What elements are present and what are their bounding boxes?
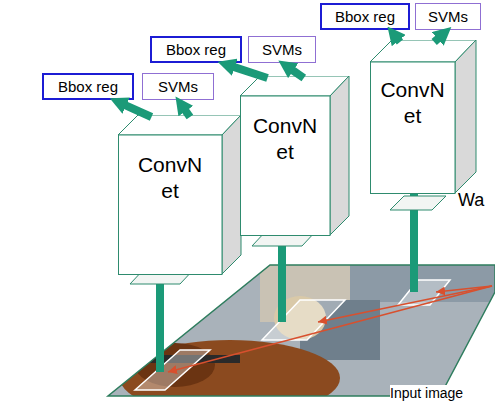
convnet-cube: ConvN et — [240, 76, 350, 236]
box-label: Bbox reg — [166, 41, 226, 58]
classifier-box: SVMs — [248, 36, 316, 63]
flow-arrow — [397, 38, 400, 42]
cube-side — [455, 40, 476, 193]
box-label: SVMs — [262, 41, 302, 58]
region-highlight — [398, 280, 450, 305]
leader-line — [318, 286, 492, 322]
network-label: ConvN et — [250, 113, 320, 166]
region-highlight — [262, 300, 345, 340]
box-label: Bbox reg — [335, 8, 395, 25]
cube-top — [118, 115, 241, 135]
cube-front — [371, 62, 456, 194]
warped-patch — [390, 196, 446, 210]
cube-side — [222, 115, 241, 274]
cube-outline — [370, 40, 477, 194]
cube-label-area: ConvN et — [240, 96, 330, 183]
flow-arrow — [434, 37, 440, 42]
leader-line — [436, 286, 492, 292]
image-label: Input image — [390, 385, 463, 401]
regressor-box: Bbox reg — [150, 36, 242, 63]
photo-horse — [120, 340, 340, 410]
regressor-box: Bbox reg — [42, 73, 134, 100]
leader-line — [168, 286, 492, 372]
flow-arrow — [290, 69, 304, 78]
convnet-cube: ConvN et — [118, 115, 242, 275]
box-label: Bbox reg — [58, 78, 118, 95]
image-border — [108, 265, 495, 396]
cube-front — [119, 135, 223, 275]
classifier-box: SVMs — [142, 73, 214, 100]
classifier-box: SVMs — [415, 3, 481, 30]
flow-arrow — [184, 108, 190, 117]
cube-side — [330, 76, 349, 235]
network-label: ConvN et — [134, 152, 206, 205]
flow-arrow — [123, 104, 152, 117]
cube-label-area: ConvN et — [370, 62, 455, 144]
box-label: SVMs — [158, 78, 198, 95]
convnet-cube: ConvN et — [370, 40, 477, 194]
network-label: ConvN et — [379, 77, 447, 130]
flow-arrow — [231, 66, 267, 78]
cube-front — [241, 96, 331, 236]
box-label: SVMs — [428, 8, 468, 25]
cube-label-area: ConvN et — [118, 135, 222, 222]
regressor-box: Bbox reg — [320, 3, 410, 30]
region-highlight — [135, 350, 210, 390]
cube-outline — [240, 76, 350, 236]
cube-outline — [118, 115, 242, 275]
region-label: Wa — [458, 190, 484, 211]
